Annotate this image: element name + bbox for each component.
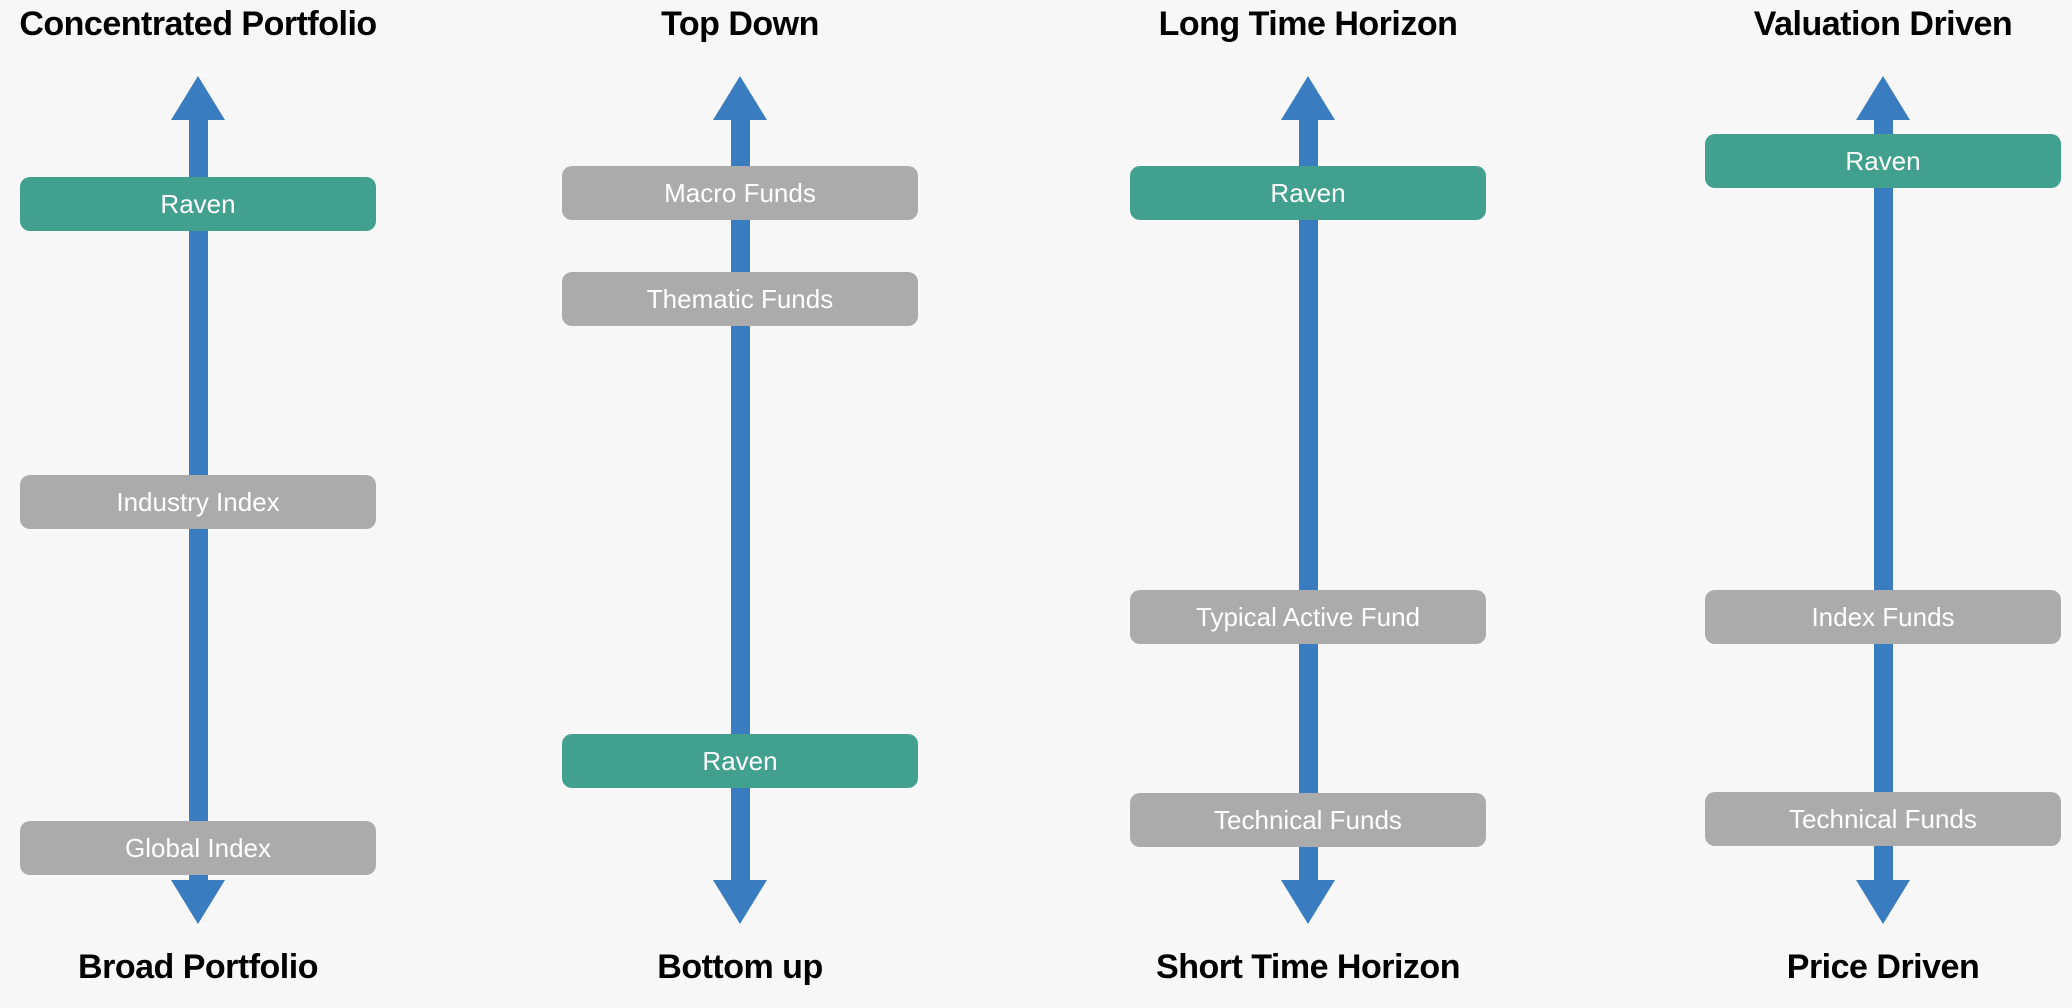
spectrum-badge: Index Funds [1705, 590, 2061, 644]
spectrum-axis-line [1299, 110, 1318, 892]
column-bottom-label: Price Driven [1786, 948, 1980, 986]
spectrum-badge: Raven [1130, 166, 1486, 220]
column-bottom-label: Bottom up [657, 948, 823, 986]
spectrum-badge: Raven [20, 177, 376, 231]
column-top-label: Concentrated Portfolio [19, 5, 377, 43]
spectrum-column-portfolio: Concentrated Portfolio Raven Industry In… [0, 0, 418, 1008]
column-bottom-label: Short Time Horizon [1156, 948, 1460, 986]
spectrum-column-valuation: Valuation Driven Raven Index Funds Techn… [1663, 0, 2072, 1008]
spectrum-badge: Raven [1705, 134, 2061, 188]
down-arrow-icon [171, 880, 225, 924]
column-top-label: Top Down [661, 5, 819, 43]
spectrum-badge: Technical Funds [1130, 793, 1486, 847]
spectrum-badge: Typical Active Fund [1130, 590, 1486, 644]
spectrum-column-approach: Top Down Macro Funds Thematic Funds Rave… [520, 0, 960, 1008]
spectrum-badge: Industry Index [20, 475, 376, 529]
spectrum-axis-line [1874, 110, 1893, 892]
down-arrow-icon [713, 880, 767, 924]
spectrum-badge: Global Index [20, 821, 376, 875]
spectrum-badge: Raven [562, 734, 918, 788]
down-arrow-icon [1281, 880, 1335, 924]
down-arrow-icon [1856, 880, 1910, 924]
column-bottom-label: Broad Portfolio [78, 948, 318, 986]
column-top-label: Valuation Driven [1753, 5, 2013, 43]
spectrum-badge: Thematic Funds [562, 272, 918, 326]
spectrum-badge: Technical Funds [1705, 792, 2061, 846]
spectrum-column-horizon: Long Time Horizon Raven Typical Active F… [1088, 0, 1528, 1008]
spectrum-badge: Macro Funds [562, 166, 918, 220]
column-top-label: Long Time Horizon [1158, 5, 1458, 43]
